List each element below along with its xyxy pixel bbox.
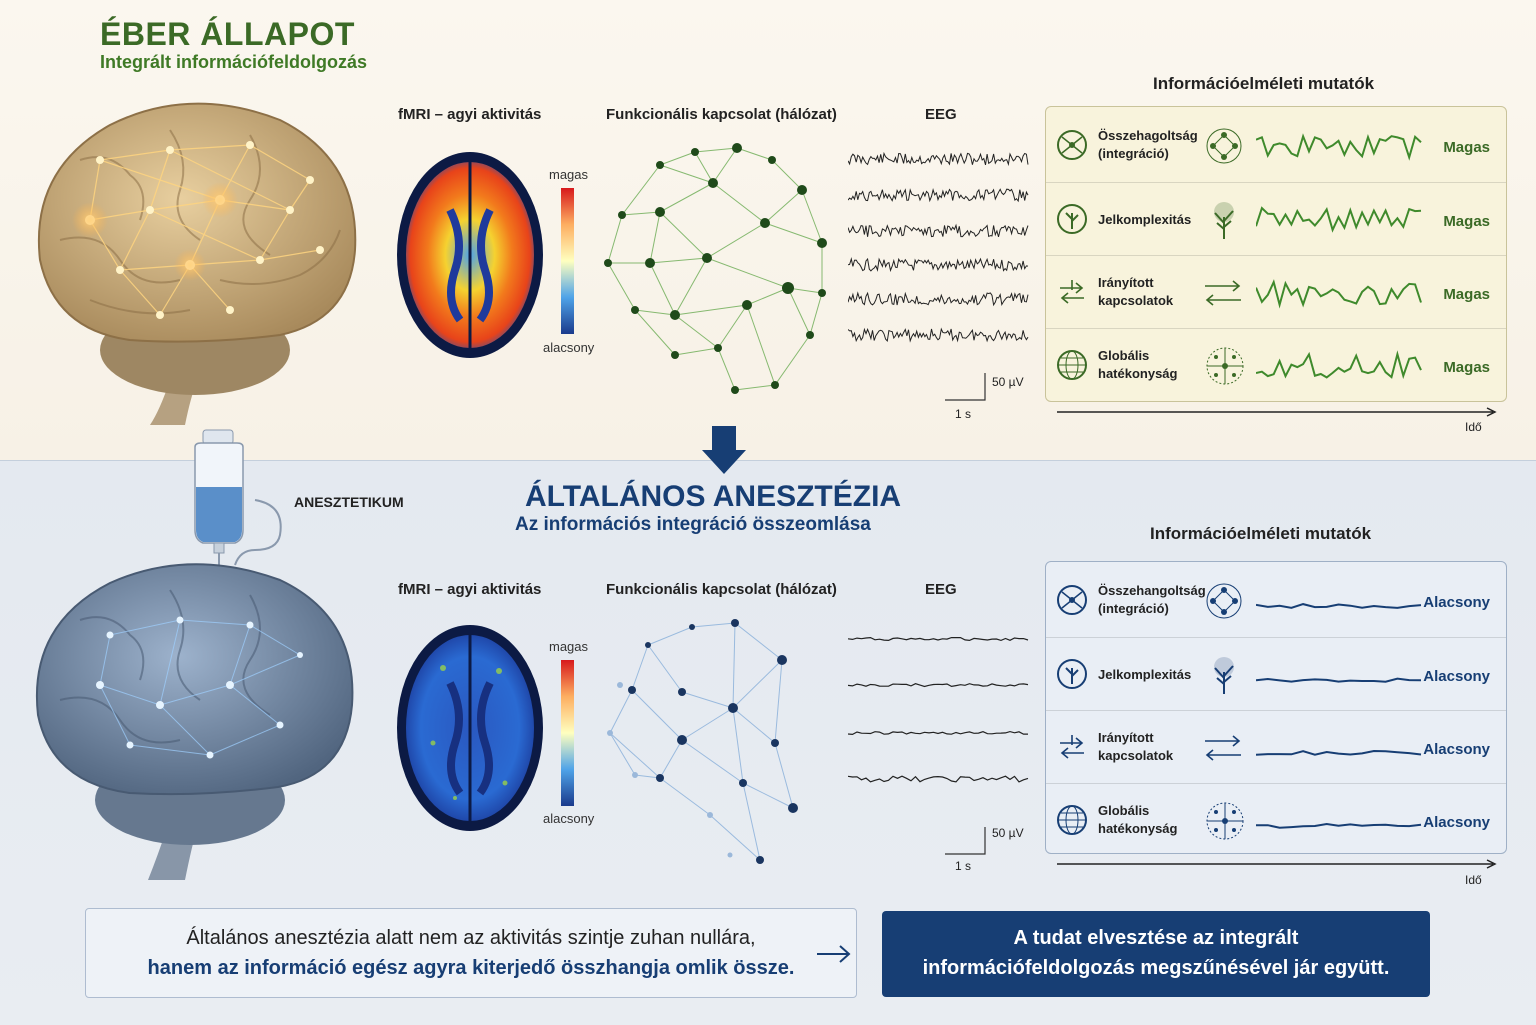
awake-metric-wave [1256, 350, 1422, 380]
anesthesia-legend-high: magas [549, 639, 589, 654]
awake-metric-label: Összehagoltság (integráció) [1098, 128, 1198, 161]
globe-network-icon [1206, 802, 1244, 840]
anesthesia-network-label: Funkcionális kapcsolat (hálózat) [606, 581, 837, 598]
arrows-icon [1205, 735, 1241, 761]
awake-eeg-traces [848, 151, 1029, 343]
anesthesia-eeg-label: EEG [925, 581, 957, 598]
anesthesia-metric-value: Alacsony [1423, 594, 1490, 611]
anesthesia-fmri-label: fMRI – agyi aktivitás [398, 581, 542, 598]
globe-icon [1057, 350, 1087, 380]
anesthesia-metric-label: Jelkomplexitás [1098, 667, 1192, 682]
awake-metric-value: Magas [1443, 286, 1490, 303]
awake-eeg-scale-bar [945, 373, 986, 401]
anesthesia-color-scale [561, 660, 574, 806]
tree-icon [1214, 202, 1234, 239]
anesthesia-fmri-scan [397, 625, 543, 831]
integration-icon [1057, 130, 1087, 160]
anesthesia-time-label: Idő [1465, 873, 1482, 887]
awake-time-label: Idő [1465, 420, 1482, 434]
conclusion-box: A tudat elvesztése az integrált informác… [882, 911, 1430, 997]
anesthesia-metrics-panel: Összehangoltság (integráció) Alacsony Je… [1045, 561, 1507, 854]
right-arrow-icon [817, 945, 851, 963]
complexity-icon [1057, 659, 1087, 689]
awake-color-scale [561, 188, 574, 334]
awake-metric-row: Irányított kapcsolatok Magas [1046, 255, 1506, 328]
integration-icon [1057, 585, 1087, 615]
anesthesia-eeg-traces [848, 636, 1029, 783]
anesthesia-legend-low: alacsony [543, 811, 595, 826]
awake-metric-wave [1256, 279, 1422, 309]
awake-metric-label: Globális hatékonyság [1098, 348, 1178, 381]
anesthesia-title: ÁLTALÁNOS ANESZTÉZIA [525, 480, 902, 513]
awake-scale-time: 1 s [955, 407, 972, 421]
anesthesia-metric-wave [1256, 822, 1422, 829]
awake-brain-illustration [37, 102, 357, 425]
awake-fmri-scan [397, 152, 543, 358]
anesthesia-metric-row: Globális hatékonyság Alacsony [1046, 783, 1506, 856]
anesthesia-scale-time: 1 s [955, 859, 972, 873]
awake-metrics-panel: Összehagoltság (integráció) Magas Jelkom… [1045, 106, 1507, 402]
anesthesia-network-graph [607, 619, 798, 864]
awake-legend-high: magas [549, 167, 589, 182]
awake-eeg-label: EEG [925, 106, 957, 123]
anesthesia-eeg-scale-bar [945, 827, 986, 855]
awake-subtitle: Integrált információfeldolgozás [100, 52, 368, 72]
arrows-icon [1205, 280, 1241, 306]
awake-network-label: Funkcionális kapcsolat (hálózat) [606, 106, 837, 123]
network-mini-icon [1206, 583, 1242, 619]
awake-metric-row: Jelkomplexitás Magas [1046, 182, 1506, 255]
explanation-note: Általános anesztézia alatt nem az aktivi… [85, 908, 857, 998]
awake-metric-value: Magas [1443, 213, 1490, 230]
anesthesia-metric-row: Jelkomplexitás Alacsony [1046, 637, 1506, 710]
awake-metric-wave [1256, 133, 1422, 161]
directed-icon [1060, 735, 1084, 759]
globe-network-icon [1206, 347, 1244, 385]
anesthesia-metric-row: Összehangoltság (integráció) Alacsony [1046, 564, 1506, 636]
awake-metric-label: Irányított kapcsolatok [1098, 275, 1174, 308]
anesthesia-brain-illustration [36, 563, 354, 880]
complexity-icon [1057, 204, 1087, 234]
awake-metric-value: Magas [1443, 139, 1490, 156]
anesthesia-scale-voltage: 50 µV [992, 826, 1024, 840]
anesthesia-metric-label: Irányított kapcsolatok [1098, 730, 1174, 763]
awake-fmri-label: fMRI – agyi aktivitás [398, 106, 542, 123]
awake-time-axis [1057, 407, 1497, 417]
awake-network-graph [604, 143, 827, 394]
awake-metrics-title: Információelméleti mutatók [1153, 74, 1375, 93]
note-line-2: hanem az információ egész agyra kiterjed… [147, 957, 795, 979]
anesthesia-metric-wave [1256, 677, 1422, 683]
directed-icon [1060, 280, 1084, 304]
tree-icon [1214, 657, 1234, 694]
anesthesia-metric-wave [1256, 603, 1422, 609]
anesthesia-metrics-title: Információelméleti mutatók [1150, 524, 1372, 543]
conclusion-line-2: információfeldolgozás megszűnésével jár … [922, 957, 1390, 979]
awake-metric-row: Összehagoltság (integráció) Magas [1046, 109, 1506, 181]
anesthesia-time-axis [1057, 859, 1497, 869]
anesthesia-metric-wave [1256, 749, 1422, 756]
globe-icon [1057, 805, 1087, 835]
anesthetic-label: ANESZTETIKUM [294, 494, 404, 510]
network-mini-icon [1206, 128, 1242, 164]
anesthesia-metric-row: Irányított kapcsolatok Alacsony [1046, 710, 1506, 783]
anesthesia-metric-label: Globális hatékonyság [1098, 803, 1178, 836]
anesthesia-metric-value: Alacsony [1423, 668, 1490, 685]
iv-bag-icon [194, 429, 282, 570]
anesthesia-metric-value: Alacsony [1423, 741, 1490, 758]
anesthesia-metric-label: Összehangoltság (integráció) [1098, 583, 1206, 616]
awake-metric-label: Jelkomplexitás [1098, 212, 1192, 227]
awake-metric-value: Magas [1443, 359, 1490, 376]
anesthesia-subtitle: Az információs integráció összeomlása [515, 514, 871, 535]
awake-legend-low: alacsony [543, 340, 595, 355]
awake-metric-wave [1256, 206, 1422, 233]
awake-metric-row: Globális hatékonyság Magas [1046, 328, 1506, 401]
awake-scale-voltage: 50 µV [992, 375, 1024, 389]
anesthesia-metric-value: Alacsony [1423, 814, 1490, 831]
down-arrow-icon [702, 426, 746, 474]
awake-title: ÉBER ÁLLAPOT [100, 16, 355, 52]
conclusion-line-1: A tudat elvesztése az integrált [1013, 927, 1299, 949]
note-line-1: Általános anesztézia alatt nem az aktivi… [186, 927, 756, 949]
